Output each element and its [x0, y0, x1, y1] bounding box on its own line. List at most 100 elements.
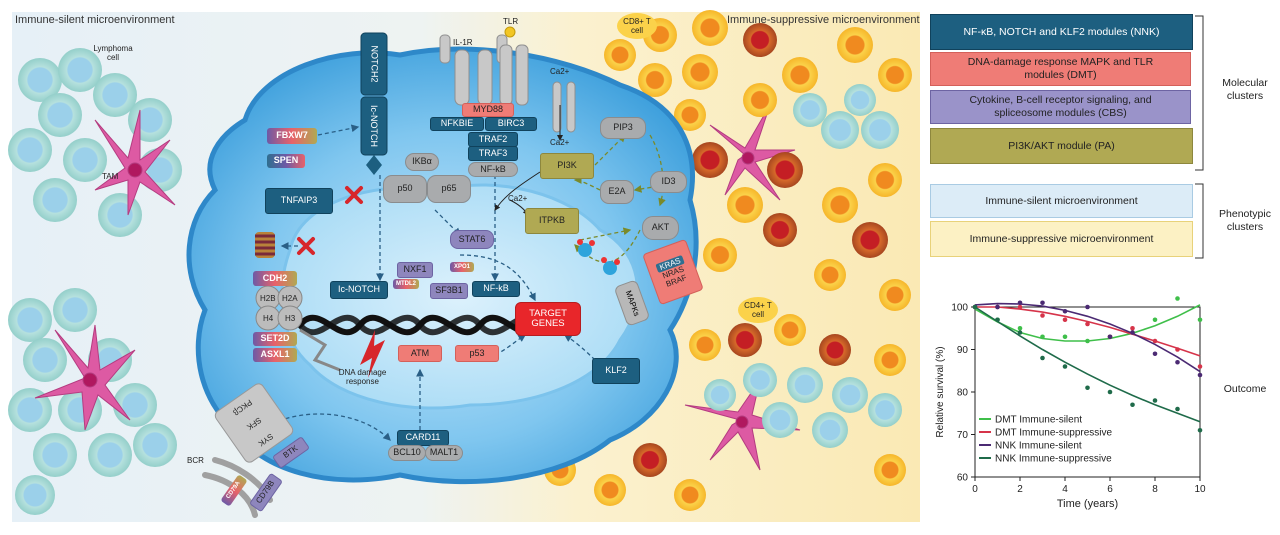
ic-notch-nuclear-node: Ic-NOTCH [330, 281, 388, 299]
akt-node: AKT [642, 216, 679, 240]
x-axis-label: Time (years) [1057, 498, 1118, 510]
tam-cell-top [94, 109, 176, 216]
histone-octamer [255, 285, 303, 331]
data-point [1152, 398, 1158, 403]
legend-entry: DMT Immune-suppressive [995, 428, 1113, 439]
data-point [1085, 321, 1090, 327]
pi3k-node: PI3K [540, 153, 594, 179]
itpkb-node: ITPKB [525, 208, 579, 234]
outcome-label: Outcome [1223, 383, 1267, 395]
mtdl2-node: MTDL2 [393, 279, 419, 289]
arrow-pip3-akt [649, 134, 666, 207]
il1r-label: IL-1R [453, 38, 473, 47]
lymphoma-cell-label: Lymphoma cell [93, 44, 133, 62]
data-point [1152, 317, 1158, 323]
data-point [1175, 359, 1180, 365]
asxl1-node: ASXL1 [253, 348, 297, 362]
traf3-node: TRAF3 [468, 146, 518, 161]
ic-notch-membrane-label: Ic-NOTCH [369, 105, 379, 147]
legend-brackets [1195, 15, 1204, 259]
plot-area [974, 306, 1201, 478]
birc3-node: BIRC3 [485, 117, 537, 131]
data-point [1175, 347, 1180, 352]
y-tick-label: 90 [957, 345, 969, 356]
ca-mid-label: Ca2+ [550, 138, 570, 147]
arrow-itpkb-akt [579, 227, 632, 241]
legend-entry: NNK Immune-silent [995, 441, 1082, 452]
arrow-e2a-pi3k [573, 176, 601, 191]
fbxw7-node: FBXW7 [267, 128, 317, 144]
data-point [1130, 325, 1135, 331]
series-fit-line [975, 306, 1201, 357]
notch2-receptor [360, 32, 388, 175]
data-point [1130, 330, 1135, 335]
data-point [1197, 372, 1203, 378]
p65-node: p65 [427, 175, 471, 203]
data-point [1017, 325, 1023, 331]
dna-damage-bolt [360, 330, 385, 378]
arrow-id3-e2a [633, 184, 666, 193]
legend-entry: NNK Immune-suppressive [995, 454, 1112, 465]
x-tick-label: 6 [1107, 484, 1113, 495]
data-point [1040, 355, 1045, 361]
nfkbie-node: NFKBIE [430, 117, 484, 131]
cdh2-node: CDH2 [253, 271, 297, 286]
data-point [1040, 334, 1045, 340]
p50-node: p50 [383, 175, 427, 203]
data-point [1152, 338, 1158, 344]
data-point [995, 304, 1000, 310]
data-point [1175, 296, 1180, 301]
data-point [1085, 385, 1090, 391]
bcl10-node: BCL10 [388, 445, 426, 461]
data-point [1197, 317, 1203, 323]
legend-entry: DMT Immune-silent [995, 415, 1082, 426]
y-axis-label: Relative survival (%) [935, 346, 946, 437]
lymphoma-cell-cluster-right [704, 84, 902, 448]
data-point [1062, 308, 1068, 314]
data-point [1107, 334, 1113, 340]
y-tick-label: 60 [957, 473, 969, 484]
bcr-label: BCR [187, 456, 204, 465]
data-point [1062, 364, 1068, 369]
data-point [1017, 300, 1023, 306]
arrow-p53-target [474, 334, 527, 361]
data-point [972, 304, 978, 310]
spen-node: SPEN [267, 154, 305, 168]
data-point [1107, 389, 1113, 395]
data-point [1062, 334, 1068, 340]
data-point [1062, 317, 1068, 323]
data-point [1040, 313, 1045, 318]
sfk-label: SFK [245, 414, 263, 432]
target-genes-node: TARGET GENES [515, 302, 581, 336]
molecular-clusters-label: Molecular clusters [1222, 77, 1268, 103]
setd2-node: SET2D [253, 332, 297, 346]
legend-immune-suppressive: Immune-suppressive microenvironment [930, 221, 1193, 257]
p53-node: p53 [455, 345, 499, 362]
series-fit-line [974, 306, 1201, 423]
ikba-node: IKBα [405, 153, 439, 171]
tnfaip3-node: TNFAIP3 [265, 188, 333, 214]
y-tick-label: 80 [957, 388, 969, 399]
card11-node: CARD11 [397, 430, 449, 446]
tlr-label: TLR [503, 17, 519, 26]
inhibit-cross-histone [297, 237, 315, 255]
cd8-tcell-label: CD8+ T cell [617, 13, 657, 39]
h4-label: H4 [263, 314, 274, 323]
tam-cell-bottom [34, 324, 136, 431]
y-tick-label: 70 [957, 430, 969, 441]
y-tick-label: 100 [951, 303, 968, 314]
dna-helix [297, 314, 543, 336]
calcium-channel [552, 81, 576, 133]
ca-top-label: Ca2+ [550, 67, 570, 76]
traf2-node: TRAF2 [468, 132, 518, 147]
e2a-node: E2A [600, 180, 634, 204]
legend-nnk: NF-κB, NOTCH and KLF2 modules (NNK) [930, 14, 1193, 50]
ca-low-label: Ca2+ [508, 194, 528, 203]
id3-node: ID3 [650, 171, 687, 193]
legend-immune-silent: Immune-silent microenvironment [930, 184, 1193, 218]
x-tick-label: 2 [1017, 484, 1023, 495]
cd4-tcell-label: CD4+ T cell [738, 297, 778, 323]
right-env-title: Immune-suppressive microenvironment [727, 14, 920, 26]
legend-pa: PI3K/AKT module (PA) [930, 128, 1193, 164]
